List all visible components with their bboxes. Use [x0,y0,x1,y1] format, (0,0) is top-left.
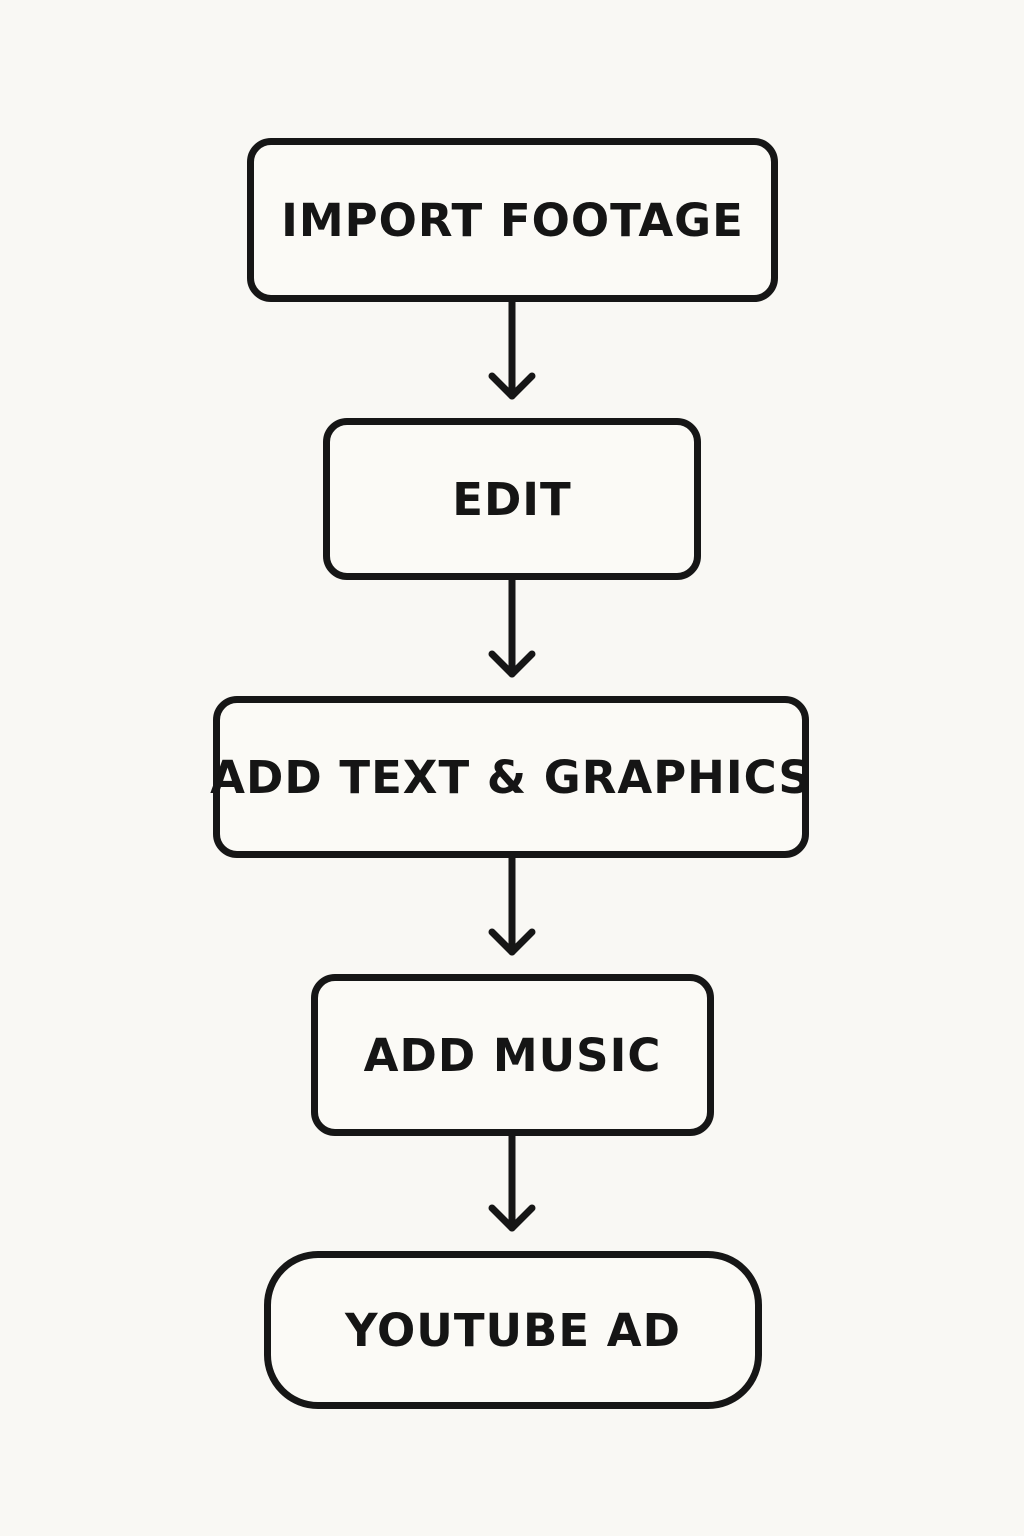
step-add-text-graphics: ADD TEXT & GRAPHICS [210,696,812,858]
arrow-import-to-edit [488,298,536,400]
arrow-add-music-to-youtube-ad [488,1132,536,1232]
step-import-footage: IMPORT FOOTAGE [247,138,778,302]
arrow-head [488,1204,536,1232]
step-add-music: ADD MUSIC [311,974,714,1136]
arrow-head [488,372,536,400]
step-label: ADD MUSIC [363,1028,662,1082]
step-youtube-ad: YOUTUBE AD [264,1251,762,1409]
arrow-head [488,928,536,956]
arrow-head [488,650,536,678]
step-label: ADD TEXT & GRAPHICS [210,750,812,804]
step-label: EDIT [452,472,572,526]
step-label: IMPORT FOOTAGE [281,193,744,247]
arrow-add-text-to-add-music [488,854,536,956]
step-label: YOUTUBE AD [345,1303,681,1357]
arrow-edit-to-add-text [488,576,536,678]
step-edit: EDIT [323,418,701,580]
